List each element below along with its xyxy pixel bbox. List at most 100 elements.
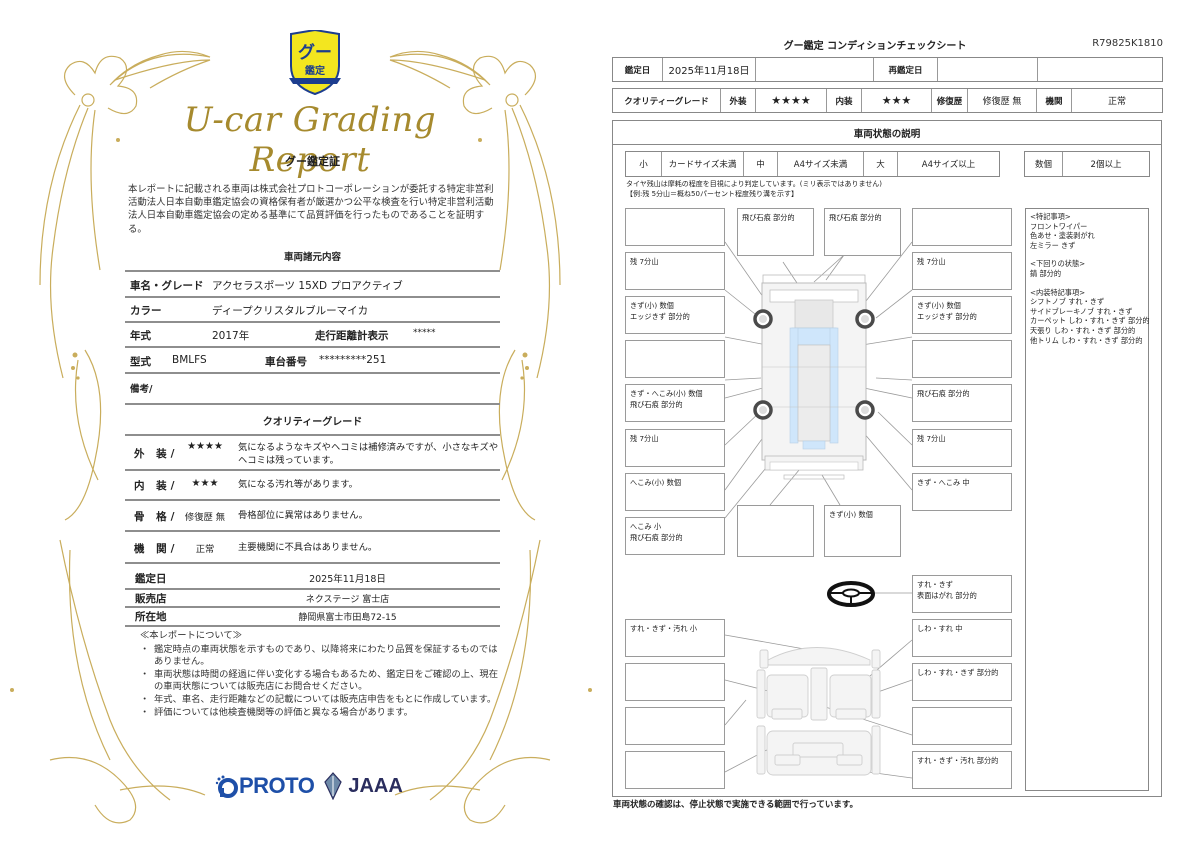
condition-text: しわ・すれ・きず 部分的 [917,668,999,677]
model-label: 型式 [130,356,151,368]
memo-section-special: <特記事項> フロントワイパー 色あせ・塗装剥がれ 左ミラー きず [1030,212,1144,250]
condition-text: すれ・きず・汚れ 小 [630,624,697,633]
special-notes-memo: <特記事項> フロントワイパー 色あせ・塗装剥がれ 左ミラー きず <下回りの状… [1025,208,1150,791]
reappraisal-date-label: 再鑑定日 [874,58,938,81]
memo-section-interior: <内装特記事項> シフトノブ すれ・きず サイドブレーキノブ すれ・きず カーペ… [1030,287,1150,346]
condition-text: へこみ 小 [630,522,662,531]
condition-text: きず(小) 数個 [630,301,674,310]
quality-grade-table: クオリティーグレード 外装 ★★★★ 内装 ★★★ 修復歴 修復歴 無 機関 正… [612,88,1163,113]
memo-line: カーペット しわ・すれ・きず 部分的 [1030,316,1150,326]
remarks-label: 備考/ [130,384,153,395]
condition-box-right-door-trim: しわ・すれ・きず 部分的 [912,663,1012,701]
quality-description: 気になる汚れ等があります。 [238,479,358,490]
tire-tread-note: タイヤ残山は摩耗の程度を目視により判定しています。(ミリ表示ではありません) 【… [626,180,882,199]
condition-box-left-rear-fender: へこみ(小) 数個 [625,473,725,511]
memo-line: 左ミラー きず [1030,240,1076,250]
condition-box-right-rear-fender: きず・へこみ 中 [912,473,1012,511]
proto-mark-icon [215,775,238,798]
certificate-body: 本レポートに記載される車両は株式会社プロトコーポレーションが委託する特定非営利活… [128,184,494,235]
proto-logo-text: PROTO [239,773,315,798]
condition-box-rear-glass [737,505,814,557]
condition-text: エッジきず 部分的 [630,312,690,321]
color-value: ディープクリスタルブルーマイカ [212,305,369,317]
memo-line: 天張り しわ・すれ・きず 部分的 [1030,325,1136,335]
notes-heading: ≪本レポートについて≫ [140,630,242,641]
note-item: 年式、車名、走行距離などの記載については販売店申告をもとに作成しています。 [140,694,500,707]
condition-box-left-front-fender: きず(小) 数個 エッジきず 部分的 [625,296,725,334]
spec-row-name: 車名・グレード アクセラスポーツ 15XD プロアクティブ [130,278,403,293]
condition-box-left-front-bumper [625,208,725,246]
engine-label: 機関 [1037,89,1072,112]
condition-box-rear-seat-left [625,751,725,789]
divider [125,499,500,501]
memo-heading: <内装特記事項> [1030,287,1086,297]
quality-row-frame: 骨 格/ 修復歴 無 骨格部位に異常はありません。 [130,509,500,525]
goo-kantei-emblem: グー 鑑定 [287,28,343,96]
report-script-title: U-car Grading Report [183,100,437,180]
memo-section-underbody: <下回りの状態> 錆 部分的 [1030,259,1144,278]
medium-label: 中 [744,152,778,176]
quality-label: 骨 格/ [134,511,179,523]
divider [125,270,500,272]
jaaa-logo: JAAA [324,772,403,800]
condition-box-right-front-tire: 残 7分山 [912,252,1012,290]
memo-heading: <下回りの状態> [1030,259,1086,269]
memo-line: 色あせ・塗装剥がれ [1030,231,1095,241]
quantity-legend: 数個 2個以上 [1024,151,1150,177]
proto-logo: PROTO [215,773,315,799]
condition-text: 表面はがれ 部分的 [917,591,977,600]
condition-box-left-rear-door: きず・へこみ(小) 数個 飛び石痕 部分的 [625,384,725,422]
spec-row-year: 年式 2017年 走行距離計表示 ***** [130,328,500,343]
condition-text: 残 7分山 [630,434,659,443]
quality-label: 内 装/ [134,480,179,492]
condition-text: しわ・すれ 中 [917,624,963,633]
quality-label: 外 装/ [134,448,179,460]
jaaa-mark-icon [324,772,343,800]
condition-box-left-front-tire: 残 7分山 [625,252,725,290]
report-id: R79825K1810 [1092,38,1163,49]
condition-box-rear-seat: すれ・きず・汚れ 部分的 [912,751,1012,789]
address-value: 静岡県富士市田島72-15 [298,613,397,623]
memo-heading: <特記事項> [1030,212,1071,221]
divider [125,296,500,298]
condition-text: エッジきず 部分的 [917,312,977,321]
chassis-label: 車台番号 [265,356,307,368]
condition-text: すれ・きず・汚れ 部分的 [917,756,999,765]
sheet-title: グー鑑定 コンディションチェックシート [783,41,967,52]
dealer-value: ネクステージ 富士店 [305,595,390,605]
condition-box-dashboard: すれ・きず・汚れ 小 [625,619,725,657]
inspection-footer-note: 車両状態の確認は、停止状態で実施できる範囲で行っています。 [613,800,859,810]
several-value: 2個以上 [1090,160,1122,170]
note-item: 鑑定時点の車両状態を示すものであり、以降将来にわたり品質を保証するものではありま… [140,644,500,669]
condition-text: 飛び石痕 部分的 [829,213,882,222]
divider [125,530,500,532]
condition-box-right-front-fender: きず(小) 数個 エッジきず 部分的 [912,296,1012,334]
condition-text: すれ・きず [917,580,953,589]
large-label: 大 [864,152,898,176]
condition-box-right-front-door [912,340,1012,378]
condition-box-steering-wheel: すれ・きず 表面はがれ 部分的 [912,575,1012,613]
condition-box-roof: へこみ 小 飛び石痕 部分的 [625,517,725,555]
model-value: BMLFS [172,354,207,366]
quality-grade-label: クオリティーグレード [613,89,721,112]
condition-box-front-glass: 飛び石痕 部分的 [824,208,901,256]
quality-value: 修復歴 無 [184,512,226,523]
svg-text:鑑定: 鑑定 [305,64,325,77]
condition-text: 飛び石痕 部分的 [630,400,683,409]
condition-text: きず・へこみ(小) 数個 [630,389,703,398]
spec-row-model: 型式 BMLFS 車台番号 *********251 [130,354,500,369]
address-label: 所在地 [135,611,167,623]
date-blank-cell [756,58,874,81]
condition-text: 残 7分山 [630,257,659,266]
divider [125,469,500,471]
condition-box-driver-seat: しわ・すれ 中 [912,619,1012,657]
quality-value: 正常 [195,544,215,555]
divider [125,588,500,590]
tire-note-line: タイヤ残山は摩耗の程度を目視により判定しています。(ミリ表示ではありません) [626,180,882,188]
chassis-value: *********251 [319,354,387,366]
panel-title: 車両状態の説明 [613,121,1161,145]
odometer-label: 走行距離計表示 [315,330,389,342]
report-notes: ≪本レポートについて≫ 鑑定時点の車両状態を示すものであり、以降将来にわたり品質… [140,630,500,719]
memo-line: シフトノブ すれ・きず [1030,297,1105,307]
quality-value: ★★★★ [187,441,223,452]
